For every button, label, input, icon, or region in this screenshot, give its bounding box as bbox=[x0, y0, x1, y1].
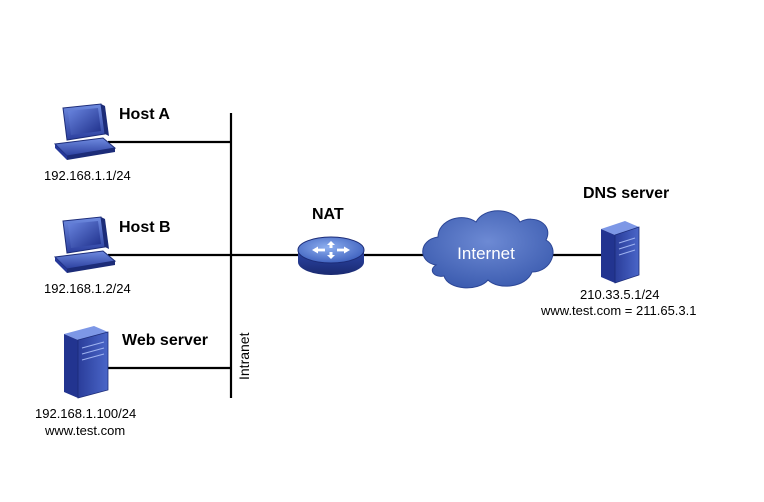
host-b-address: 192.168.1.2/24 bbox=[44, 281, 131, 296]
nat-label: NAT bbox=[312, 206, 344, 223]
web-server-address: 192.168.1.100/24 bbox=[35, 406, 136, 421]
host-a-computer-icon bbox=[53, 103, 117, 160]
host-a-label: Host A bbox=[119, 106, 170, 123]
web-server-tower-icon bbox=[64, 326, 109, 399]
dns-server-tower-icon bbox=[601, 221, 640, 284]
internet-label: Internet bbox=[457, 244, 515, 263]
host-a-address: 192.168.1.1/24 bbox=[44, 168, 131, 183]
dns-server-label: DNS server bbox=[583, 185, 669, 202]
web-server-domain: www.test.com bbox=[44, 423, 125, 438]
nat-router-icon bbox=[297, 236, 365, 275]
intranet-label: Intranet bbox=[236, 332, 252, 380]
dns-server-record: www.test.com = 211.65.3.1 bbox=[540, 303, 696, 318]
web-server-label: Web server bbox=[122, 332, 208, 349]
host-b-computer-icon bbox=[53, 216, 117, 273]
internet-cloud-icon: Internet bbox=[422, 210, 554, 289]
dns-server-address: 210.33.5.1/24 bbox=[580, 287, 660, 302]
host-b-label: Host B bbox=[119, 219, 171, 236]
links bbox=[108, 113, 604, 398]
